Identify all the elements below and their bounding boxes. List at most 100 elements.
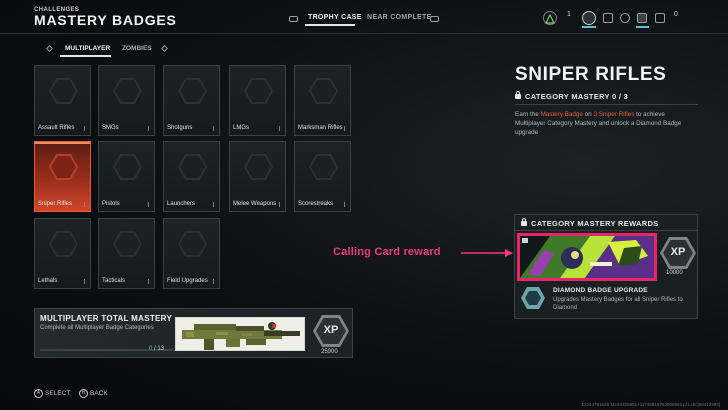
calling-card-reward[interactable]	[517, 233, 657, 281]
tab-active-underline	[305, 24, 355, 26]
profile-icon[interactable]	[582, 11, 596, 25]
category-card[interactable]: Shotguns	[163, 65, 220, 136]
currency-value: 0	[674, 11, 678, 18]
progress-pip-icon	[213, 202, 216, 207]
select-button[interactable]: SELECT	[45, 390, 71, 397]
rewards-header: CATEGORY MASTERY REWARDS	[521, 218, 659, 228]
tab-trophy-case[interactable]: TROPHY CASE	[308, 14, 362, 21]
progress-pip-icon	[148, 202, 151, 207]
category-label: Tacticals	[102, 278, 126, 284]
desc-pre: Earn the	[515, 111, 541, 118]
subtab-right-icon	[160, 44, 169, 53]
category-card[interactable]: SMGs	[98, 65, 155, 136]
category-card[interactable]: Marksman Rifles	[294, 65, 351, 136]
category-card[interactable]: Assault Rifles	[34, 65, 91, 136]
progress-pip-icon	[148, 279, 151, 284]
category-card[interactable]: Field Upgrades	[163, 218, 220, 289]
category-label: Assault Rifles	[38, 125, 75, 131]
category-label: LMGs	[233, 125, 250, 131]
progress-pip-icon	[84, 126, 87, 131]
back-button[interactable]: BACK	[90, 390, 108, 397]
lock-icon	[515, 91, 521, 99]
desc-highlight-count: 3 Sniper Rifles	[593, 111, 635, 118]
level-value: 1	[567, 11, 571, 18]
category-label: Pistols	[102, 201, 120, 207]
category-label: Launchers	[167, 201, 196, 207]
desc-highlight-badge: Mastery Badge	[540, 111, 583, 118]
category-label: Lethals	[38, 278, 58, 284]
progress-pip-icon	[84, 279, 87, 284]
social-icon[interactable]	[655, 13, 665, 23]
progress-pip-icon	[213, 126, 216, 131]
total-mastery-panel[interactable]: MULTIPLAYER TOTAL MASTERY Complete all M…	[34, 308, 353, 358]
subtab-zombies[interactable]: ZOMBIES	[122, 45, 152, 52]
category-card[interactable]: Melee Weapons	[229, 141, 286, 212]
total-mastery-title: MULTIPLAYER TOTAL MASTERY	[40, 314, 173, 323]
category-mastery-status: CATEGORY MASTERY 0 / 3	[515, 91, 628, 101]
back-button-icon: B	[79, 389, 88, 398]
tab-near-complete[interactable]: NEAR COMPLETE	[367, 14, 432, 21]
badge-hex-icon	[309, 154, 338, 180]
subtab-left-icon	[45, 44, 54, 53]
badge-hex-icon	[113, 154, 142, 180]
reward-xp-label: XP	[670, 246, 686, 258]
badge-hex-icon	[309, 78, 338, 104]
category-card[interactable]: LMGs	[229, 65, 286, 136]
subtab-active-underline	[60, 55, 111, 57]
level-icon	[543, 11, 557, 25]
category-label: Scorestreaks	[298, 201, 334, 207]
operator-icon[interactable]	[620, 13, 630, 23]
total-mastery-count: 0 / 13	[149, 346, 164, 352]
detail-divider	[515, 104, 698, 105]
rewards-divider	[515, 230, 697, 231]
badge-hex-icon	[49, 78, 78, 104]
left-bumper-icon	[289, 16, 298, 22]
store-icon[interactable]	[637, 13, 647, 23]
total-mastery-current: 0	[149, 346, 153, 352]
category-card[interactable]: Sniper Rifles	[34, 141, 91, 212]
reward-weapon-image	[175, 317, 305, 351]
progress-pip-icon	[344, 202, 347, 207]
category-description: Earn the Mastery Badge on 3 Sniper Rifle…	[515, 110, 695, 137]
page-title: MASTERY BADGES	[34, 12, 177, 28]
category-label: Shotguns	[167, 125, 193, 131]
badge-hex-icon	[244, 78, 273, 104]
category-label: Field Upgrades	[167, 278, 208, 284]
total-mastery-total: / 13	[154, 346, 165, 352]
diamond-upgrade-title: DIAMOND BADGE UPGRADE	[553, 287, 648, 294]
build-string: 12244781626 11194325891+1174881876390859…	[581, 402, 720, 407]
progress-pip-icon	[148, 126, 151, 131]
category-card[interactable]: Launchers	[163, 141, 220, 212]
rewards-header-text: CATEGORY MASTERY REWARDS	[531, 219, 659, 228]
diamond-upgrade-row: DIAMOND BADGE UPGRADE Upgrades Mastery B…	[521, 287, 691, 315]
desc-post: to achieve Multiplayer Category Mastery …	[515, 111, 682, 137]
section-label: CHALLENGES	[34, 7, 80, 13]
reward-xp-amount: 10000	[666, 270, 683, 276]
selected-indicator	[35, 142, 90, 144]
progress-pip-icon	[279, 126, 282, 131]
category-card[interactable]: Pistols	[98, 141, 155, 212]
diamond-badge-icon	[521, 287, 545, 309]
badge-hex-icon	[178, 154, 207, 180]
badge-hex-icon	[178, 231, 207, 257]
category-card[interactable]: Scorestreaks	[294, 141, 351, 212]
lock-icon	[521, 218, 527, 226]
total-xp-label: XP	[323, 324, 339, 336]
category-label: Marksman Rifles	[298, 125, 343, 131]
challenges-icon[interactable]	[603, 13, 613, 23]
category-card[interactable]: Lethals	[34, 218, 91, 289]
xp-hex-icon	[313, 315, 349, 347]
total-mastery-progress-bar	[40, 349, 174, 351]
subtab-multiplayer[interactable]: MULTIPLAYER	[65, 45, 111, 52]
category-label: SMGs	[102, 125, 119, 131]
category-card[interactable]: Tacticals	[98, 218, 155, 289]
total-xp-amount: 25000	[321, 349, 338, 355]
category-rewards-panel: CATEGORY MASTERY REWARDS XP 10000 DIAMON…	[514, 214, 698, 319]
progress-pip-icon	[344, 126, 347, 131]
badge-hex-icon	[49, 154, 78, 180]
badge-hex-icon	[49, 231, 78, 257]
reward-xp-badge: XP	[660, 237, 696, 273]
diamond-upgrade-desc: Upgrades Mastery Badges for all Sniper R…	[553, 297, 683, 312]
category-label: Melee Weapons	[233, 201, 277, 207]
badge-hex-icon	[244, 154, 273, 180]
